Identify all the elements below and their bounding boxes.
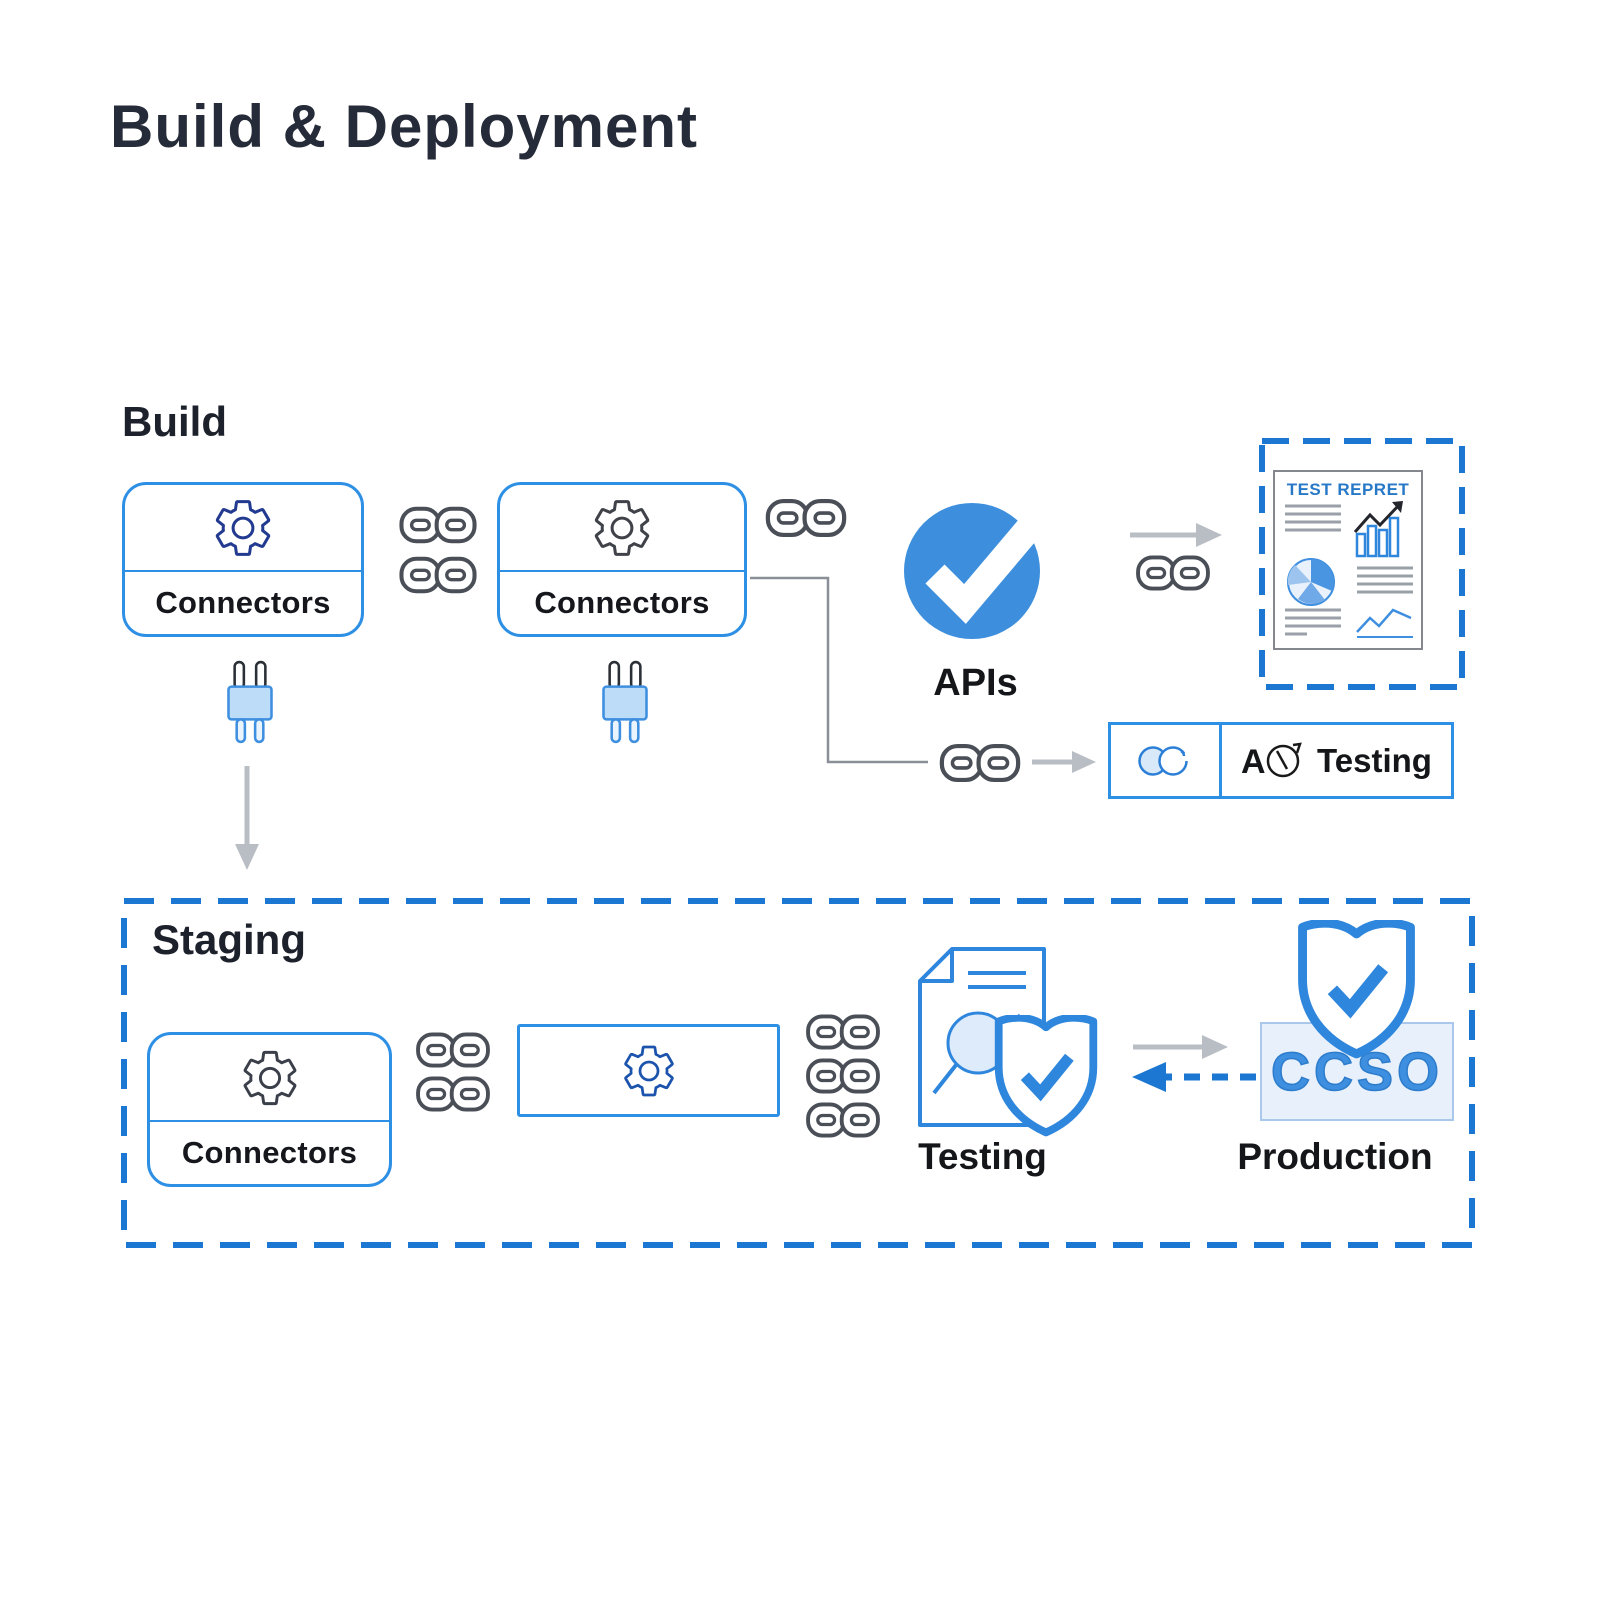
chain-link-icon	[763, 494, 849, 542]
text-lines	[1285, 504, 1341, 532]
chain-link-icon	[397, 552, 479, 598]
chain-link-icon	[803, 1054, 883, 1098]
plug-icon	[221, 660, 279, 746]
gear-area	[500, 485, 744, 572]
build-section-heading: Build	[122, 398, 227, 445]
gear-icon	[238, 1046, 302, 1110]
gear-icon	[210, 495, 276, 561]
plug-icon	[596, 660, 654, 746]
gear-area	[125, 485, 361, 572]
page-title: Build & Deployment	[110, 93, 699, 160]
staging-connector-box: Connectors	[147, 1032, 392, 1187]
chain-link-icon	[413, 1028, 493, 1072]
production-label: Production	[1237, 1136, 1433, 1177]
testing-box-icon-cell	[1111, 725, 1222, 796]
arrow-production-to-testing-dashed	[1132, 1062, 1256, 1092]
shield-check-icon	[1293, 920, 1420, 1066]
arrow-into-testing-box	[1032, 751, 1096, 773]
text-lines	[1357, 566, 1413, 594]
gear-icon	[589, 495, 655, 561]
connector-box-label: Connectors	[181, 1135, 358, 1170]
line-chart-icon	[1356, 608, 1413, 638]
chain-link-icon	[803, 1010, 883, 1054]
chain-link-icon	[397, 502, 479, 548]
staging-section-heading: Staging	[152, 916, 306, 963]
arrow-apis-to-report	[1130, 523, 1222, 547]
av-gauge-icon: A	[1241, 741, 1302, 781]
chain-link-icon	[803, 1098, 883, 1142]
chain-link-icon	[930, 739, 1030, 787]
text-lines	[1285, 608, 1341, 636]
trend-arrow-icon	[1353, 501, 1403, 533]
testing-label: Testing	[1317, 741, 1432, 779]
shield-check-icon	[990, 1015, 1102, 1143]
testing-box-label-cell: A Testing	[1222, 725, 1451, 796]
staging-process-box	[517, 1024, 780, 1117]
test-report-document: TEST REPRET	[1273, 470, 1423, 650]
pie-chart-icon	[1287, 558, 1335, 606]
report-content-graphics	[1285, 501, 1413, 638]
check-circle-icon	[904, 503, 1052, 639]
connector-box-label: Connectors	[534, 585, 710, 620]
test-report-title: TEST REPRET	[1286, 480, 1410, 499]
chain-link-icon	[413, 1072, 493, 1116]
gear-area	[150, 1035, 389, 1122]
svg-text:A: A	[1241, 743, 1266, 781]
chain-link-icon	[1133, 551, 1213, 595]
gear-icon	[619, 1041, 679, 1101]
build-testing-box: A Testing	[1108, 722, 1454, 799]
arrow-testing-to-production	[1133, 1035, 1228, 1059]
arrow-build-to-staging	[235, 766, 259, 870]
apis-label: APIs	[933, 662, 1018, 704]
build-connector-box-2: Connectors	[497, 482, 747, 637]
cc-circles-icon	[1138, 745, 1191, 776]
build-connector-box-1: Connectors	[122, 482, 364, 637]
connector-box-label: Connectors	[155, 585, 331, 620]
